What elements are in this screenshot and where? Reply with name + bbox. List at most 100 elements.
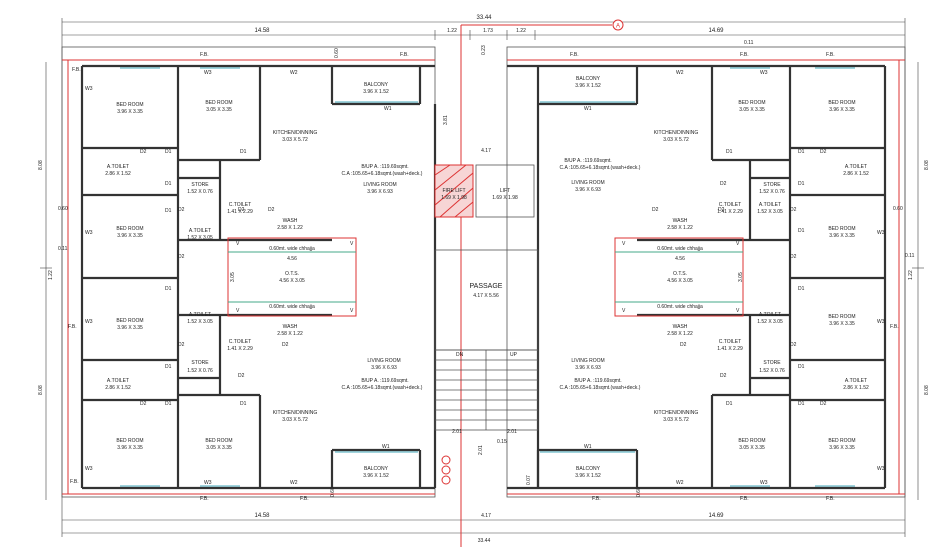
room-name: BED ROOM	[828, 226, 855, 232]
tag-d1: D1	[165, 208, 172, 214]
tag-w3: W3	[877, 230, 885, 236]
room-name: A.TOILET	[107, 378, 129, 384]
room-name: BED ROOM	[828, 314, 855, 320]
fb-label: F.B.	[826, 496, 835, 502]
area-bupa: B/UP A. :119.69sqmt.	[564, 158, 611, 164]
tag-d1: D1	[165, 181, 172, 187]
room-name: C.TOILET	[719, 202, 741, 208]
room-size: 1.41 X 2.29	[227, 209, 253, 215]
tag-d1: D1	[165, 401, 172, 407]
room-name: BED ROOM	[828, 438, 855, 444]
grid-label-a: A	[616, 24, 620, 30]
room-size: 4.56 X 3.05	[279, 278, 305, 284]
tag-v: V	[736, 241, 740, 247]
room-name: KITCHEN/DINNING	[273, 410, 318, 416]
tag-d2: D2	[720, 373, 727, 379]
room-size: 3.05 X 3.35	[206, 107, 232, 113]
room-size: 2.86 X 1.52	[843, 385, 869, 391]
room-size: 3.03 X 5.72	[282, 417, 308, 423]
tag-w3: W3	[204, 480, 212, 486]
room-size: 2.58 X 1.22	[667, 225, 693, 231]
dim-122-l: 1.22	[48, 270, 54, 280]
tag-d1: D1	[240, 401, 247, 407]
dim-right-wing-bottom: 14.69	[708, 513, 724, 519]
grid-line-a: A	[460, 19, 624, 547]
tag-d2: D2	[178, 342, 185, 348]
tag-v: V	[236, 241, 240, 247]
room-name: KITCHEN/DINNING	[654, 410, 699, 416]
room-name: KITCHEN/DINNING	[654, 130, 699, 136]
room-size: 2.86 X 1.52	[843, 171, 869, 177]
tag-d1: D1	[798, 364, 805, 370]
room-size: 1.69 X 1.98	[441, 195, 467, 201]
room-name: BED ROOM	[116, 438, 143, 444]
area-ca: C.A :105.65+6.18sqmt.(wash+deck.)	[560, 385, 641, 391]
room-name: BED ROOM	[738, 438, 765, 444]
tag-w1: W1	[384, 106, 392, 112]
chhajja-note: 0.60mt. wide chhajja	[269, 246, 315, 252]
fb-label: F.B.	[70, 479, 79, 485]
tag-d2: D2	[282, 342, 289, 348]
fb-labels: F.B. F.B. F.B. F.B. F.B. F.B. F.B. F.B. …	[68, 52, 899, 502]
tag-v: V	[622, 241, 626, 247]
room-name: LIVING ROOM	[363, 182, 396, 188]
dim-023: 0.23	[481, 45, 487, 55]
tag-d1: D1	[726, 401, 733, 407]
tag-v: V	[236, 308, 240, 314]
room-name: A.TOILET	[759, 312, 781, 318]
room-name: LIFT	[500, 188, 510, 194]
fb-label: F.B.	[740, 52, 749, 58]
dim-456-r: 4.56	[675, 256, 685, 262]
dim-305-l: 3.05	[230, 272, 236, 282]
tag-w3: W3	[85, 230, 93, 236]
ots-chhajja	[227, 237, 744, 317]
dim-060-bl: 0.60	[330, 487, 336, 497]
room-name: PASSAGE	[470, 283, 503, 290]
room-size: 3.96 X 3.35	[117, 109, 143, 115]
dim-060-l: 0.60	[58, 206, 68, 212]
room-size: 2.86 X 1.52	[105, 385, 131, 391]
room-name: WASH	[283, 218, 298, 224]
area-bupa: B/UP A. :119.69sqmt.	[574, 378, 621, 384]
fb-label: F.B.	[570, 52, 579, 58]
tag-d2: D2	[178, 254, 185, 260]
dim-060-br: 0.60	[636, 487, 642, 497]
tag-d2: D2	[268, 207, 275, 213]
room-size: 3.96 X 6.93	[575, 187, 601, 193]
core	[434, 164, 539, 485]
tag-d2: D2	[178, 207, 185, 213]
dim-overall-bottom: 33.44	[478, 538, 491, 544]
room-size: 2.58 X 1.22	[667, 331, 693, 337]
tag-w3: W3	[85, 466, 93, 472]
fb-label: F.B.	[300, 496, 309, 502]
room-size: 3.96 X 3.35	[829, 445, 855, 451]
tag-d1: D1	[240, 149, 247, 155]
dim-left-wing-bottom: 14.58	[254, 513, 270, 519]
dim-305-r: 3.05	[738, 272, 744, 282]
area-ca: C.A :105.65+6.18sqmt.(wash+deck.)	[342, 385, 423, 391]
room-labels: BED ROOM 3.96 X 3.35 BED ROOM 3.05 X 3.3…	[105, 76, 869, 479]
room-name: BALCONY	[576, 466, 601, 472]
tag-d2: D2	[720, 181, 727, 187]
area-ca: C.A :105.65+6.18sqmt.(wash+deck.)	[560, 165, 641, 171]
dim-201-a: 2.01	[452, 429, 462, 435]
area-bupa: B/UP A. :119.69sqmt.	[361, 378, 408, 384]
tag-d1: D1	[798, 401, 805, 407]
room-size: 1.41 X 2.29	[717, 346, 743, 352]
tag-w3: W3	[760, 70, 768, 76]
room-size: 1.52 X 3.05	[757, 209, 783, 215]
room-size: 3.03 X 5.72	[663, 137, 689, 143]
dim-122-r: 1.22	[908, 270, 914, 280]
tag-v: V	[350, 308, 354, 314]
dim-015: 0.15	[497, 439, 507, 445]
room-name: LIVING ROOM	[571, 358, 604, 364]
dimension-text: 33.44 14.58 1.22 1.73 1.22 14.69 0.23 0.…	[38, 15, 930, 544]
tag-w2: W2	[676, 70, 684, 76]
tag-d2: D2	[820, 149, 827, 155]
tag-d2: D2	[652, 207, 659, 213]
room-name: KITCHEN/DINNING	[273, 130, 318, 136]
room-name: STORE	[191, 182, 209, 188]
tag-d1: D1	[165, 149, 172, 155]
room-name: A.TOILET	[845, 378, 867, 384]
dim-808-rt: 8.08	[924, 160, 930, 170]
